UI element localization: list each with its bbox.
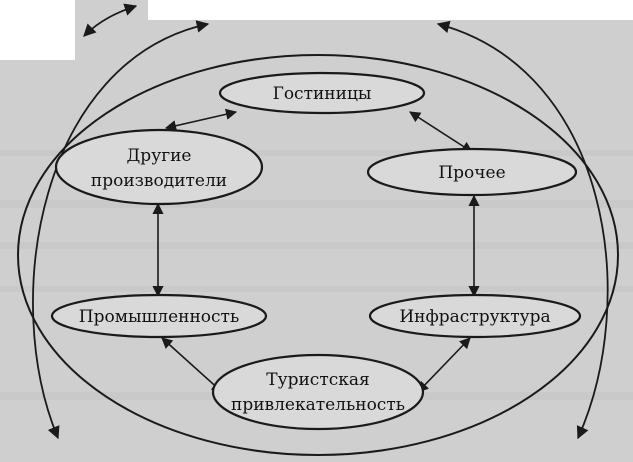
node-industry: Промышленность: [50, 293, 268, 339]
node-other-producers-label-line2: производители: [91, 171, 227, 191]
node-other-producers-label-line1: Другие: [126, 146, 191, 166]
connector-infrastructure-attractiveness: [417, 337, 471, 393]
node-other-producers: Другие производители: [54, 128, 264, 206]
node-other-label: Прочее: [438, 163, 505, 183]
node-hotels: Гостиницы: [218, 71, 426, 115]
node-infrastructure-label: Инфраструктура: [399, 307, 550, 327]
scan-noise-band: [0, 200, 633, 208]
scan-noise-band: [0, 242, 633, 249]
node-tourist-attractiveness-label-line1: Туристская: [266, 370, 370, 390]
scan-noise-band: [0, 286, 633, 292]
node-tourist-attractiveness: Туристская привлекательность: [211, 353, 425, 431]
top-left-small-arc: [83, 3, 138, 37]
scan-noise-band: [0, 150, 633, 156]
white-top-strip: [148, 0, 633, 20]
connector-industry-attractiveness: [161, 337, 223, 393]
outer-right-arc: [436, 20, 609, 440]
connector-hotels-other: [409, 111, 473, 153]
node-infrastructure: Инфраструктура: [368, 293, 582, 339]
connector-hotels-producers: [164, 108, 238, 132]
node-hotels-label: Гостиницы: [273, 84, 372, 104]
enclosing-ring: [17, 54, 619, 456]
node-tourist-attractiveness-label-line2: привлекательность: [231, 395, 405, 415]
node-industry-label: Промышленность: [79, 307, 239, 327]
outer-left-arc: [32, 20, 210, 440]
node-other: Прочее: [366, 147, 578, 197]
